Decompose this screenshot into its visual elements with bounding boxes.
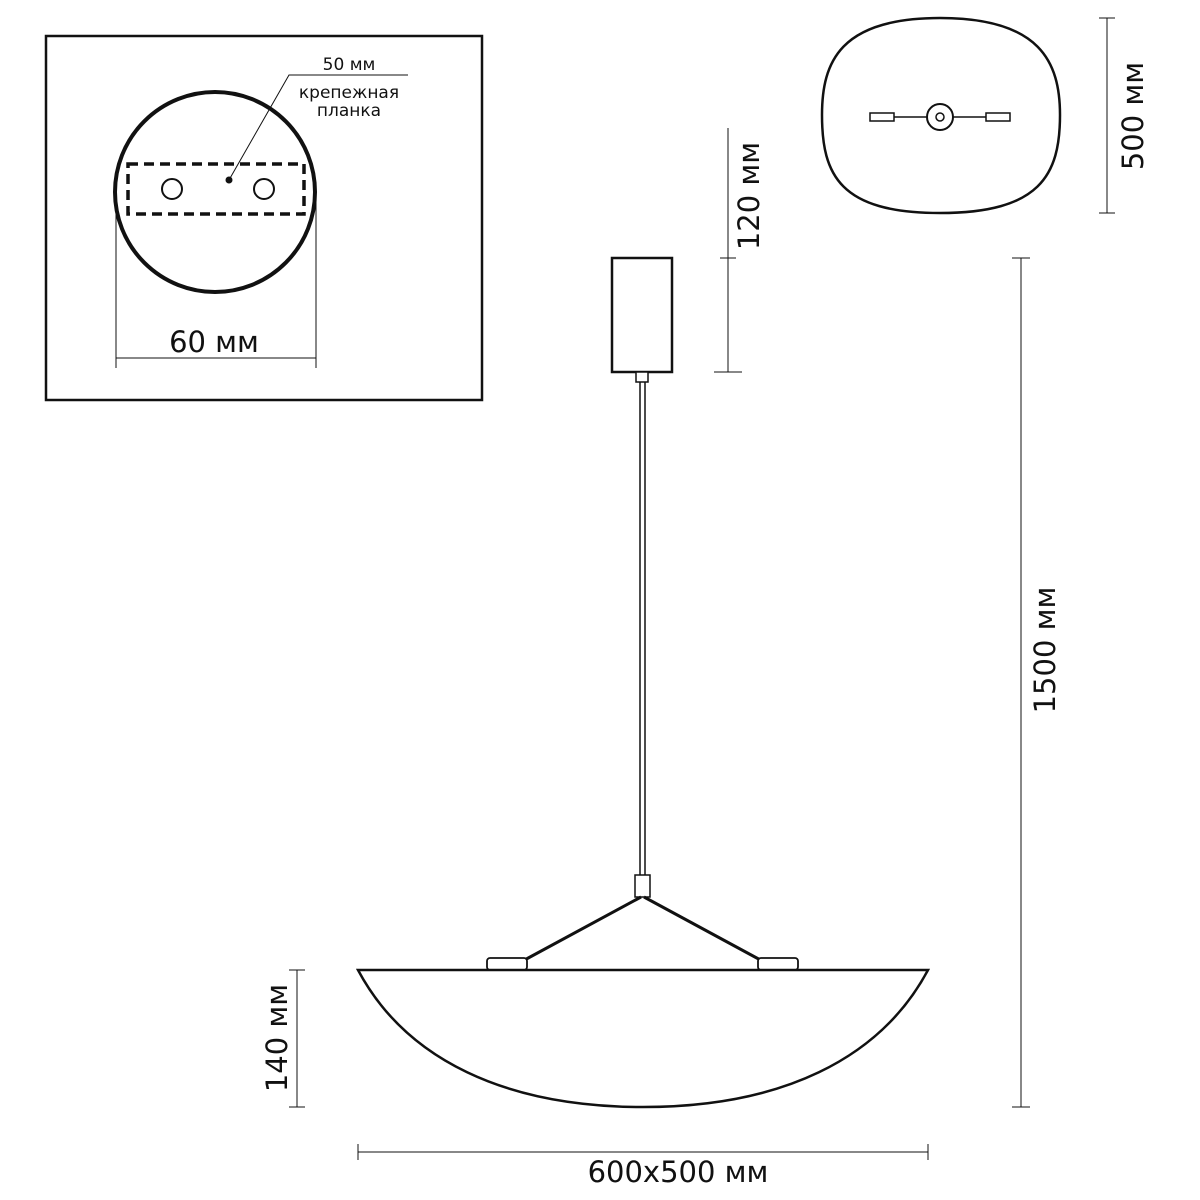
shade-bowl bbox=[355, 968, 931, 1109]
hanger-arm-right bbox=[643, 895, 767, 965]
bracket-caption-line2: планка bbox=[317, 101, 381, 121]
top-view-clip-left bbox=[869, 112, 895, 122]
shade-height-label: 140 мм bbox=[260, 984, 294, 1092]
canopy-cable-fitting bbox=[635, 371, 649, 383]
pendant-side-view: 120 мм 1500 мм 140 мм 600х500 мм bbox=[260, 128, 1062, 1189]
cable-coupler bbox=[634, 874, 651, 898]
hanger-arm-left bbox=[518, 895, 642, 965]
screw-hole-left bbox=[161, 178, 183, 200]
canopy-base-circle bbox=[113, 90, 317, 294]
shade-clip-left bbox=[486, 957, 528, 971]
inset-frame bbox=[44, 34, 484, 402]
shade-outline-top bbox=[820, 16, 1062, 215]
ceiling-canopy bbox=[610, 256, 674, 374]
top-view-hub-outer bbox=[926, 103, 954, 131]
canopy-detail-inset: 50 мм крепежная планка 60 мм bbox=[44, 34, 484, 402]
screw-hole-right bbox=[253, 178, 275, 200]
shade-clip-right bbox=[757, 957, 799, 971]
bracket-caption-line1: крепежная bbox=[299, 83, 399, 103]
bracket-width-label: 50 мм bbox=[323, 55, 376, 75]
bracket-leader-line bbox=[228, 74, 408, 181]
shade-top-view: 500 мм bbox=[820, 16, 1150, 215]
top-view-clip-right bbox=[985, 112, 1011, 122]
canopy-height-label: 120 мм bbox=[732, 142, 766, 250]
mounting-bracket bbox=[126, 162, 306, 216]
canopy-diameter-label: 60 мм bbox=[169, 325, 259, 359]
top-view-depth-label: 500 мм bbox=[1116, 62, 1150, 170]
top-view-hub-inner bbox=[935, 112, 945, 122]
overall-height-label: 1500 мм bbox=[1028, 587, 1062, 714]
shade-size-label: 600х500 мм bbox=[588, 1155, 769, 1189]
